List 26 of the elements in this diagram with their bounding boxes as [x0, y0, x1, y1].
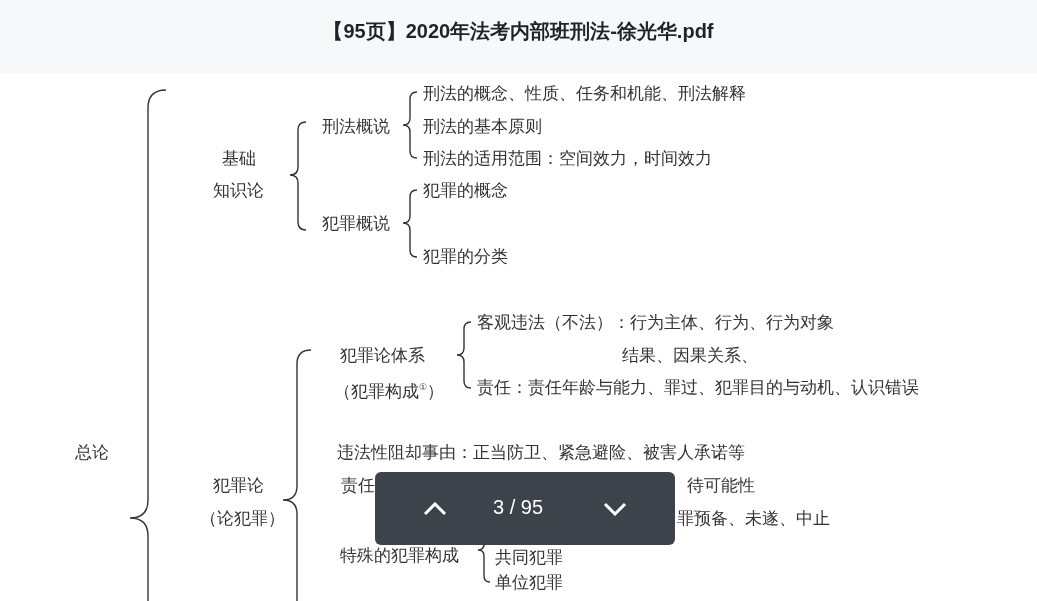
outline-text: 结果、因果关系、 [622, 344, 758, 366]
outline-text: 待可能性 [687, 474, 755, 496]
document-title: 【95页】2020年法考内部班刑法-徐光华.pdf [322, 19, 715, 44]
page-counter: 3 / 95 [493, 496, 544, 519]
outline-text: 特殊的犯罪构成 [340, 544, 459, 566]
outline-text: 基础 [222, 147, 256, 169]
outline-text: （论犯罪） [200, 507, 285, 529]
outline-text: 违法性阻却事由：正当防卫、紧急避险、被害人承诺等 [337, 441, 745, 463]
outline-text: 责任 [341, 474, 375, 496]
outline-text: 犯罪的分类 [423, 245, 508, 267]
outline-text: 罪预备、未遂、中止 [677, 507, 830, 529]
outline-text: 犯罪论体系 [340, 344, 425, 366]
outline-text: 总论 [75, 441, 109, 463]
outline-text: 刑法的概念、性质、任务和机能、刑法解释 [423, 82, 746, 104]
outline-text: （犯罪构成$^{①}$） [334, 379, 444, 402]
outline-text: 刑法概说 [322, 115, 390, 137]
outline-text: 客观违法（不法）：行为主体、行为、行为对象 [477, 311, 834, 333]
outline-text: 知识论 [213, 179, 264, 201]
outline-text: 共同犯罪 [495, 546, 563, 568]
outline-text: 犯罪概说 [322, 212, 390, 234]
outline-text: 刑法的适用范围：空间效力，时间效力 [423, 147, 712, 169]
outline-text: 刑法的基本原则 [423, 115, 542, 137]
outline-text: 单位犯罪 [495, 571, 563, 593]
outline-text: 犯罪的概念 [423, 179, 508, 201]
outline-text: 责任：责任年龄与能力、罪过、犯罪目的与动机、认识错误 [477, 376, 919, 398]
outline-text: 犯罪论 [213, 474, 264, 496]
